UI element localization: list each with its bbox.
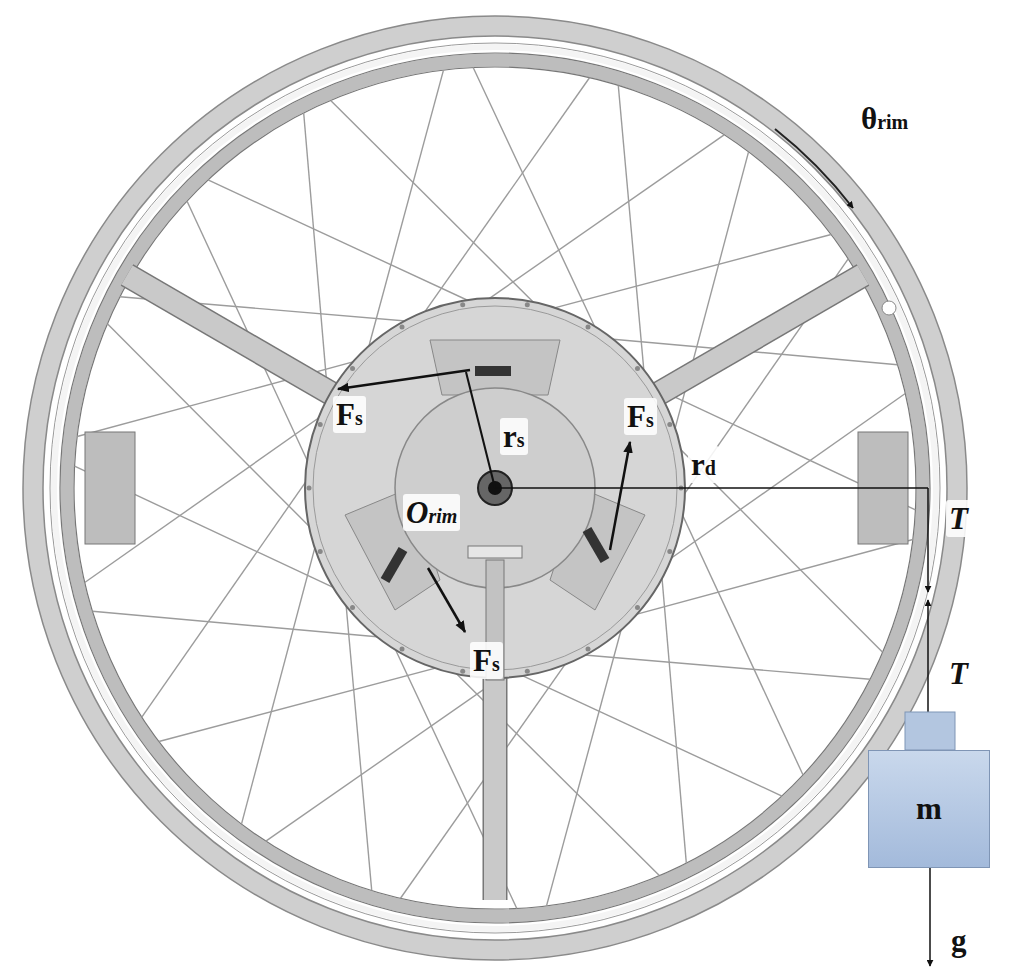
arm: [127, 275, 339, 398]
arm: [127, 275, 339, 398]
origin-label: Orim: [403, 494, 460, 531]
bolt: [460, 669, 465, 674]
spring: [583, 527, 610, 563]
tension-arrow: [927, 600, 929, 712]
spoke: [142, 458, 323, 718]
bolt: [350, 605, 355, 610]
bolt: [400, 647, 405, 652]
bolt: [460, 302, 465, 307]
bolt: [400, 324, 405, 329]
bolt: [525, 302, 530, 307]
spoke: [435, 652, 659, 875]
radius-line: [466, 372, 495, 488]
gravity-arrow: [929, 868, 931, 966]
spring-recess: [430, 340, 560, 395]
spoke: [495, 663, 782, 796]
spoke: [107, 324, 330, 548]
arm: [484, 668, 506, 900]
spring: [475, 366, 511, 376]
hand-rim: [54, 47, 936, 929]
bolt: [318, 549, 323, 554]
spoke: [465, 135, 725, 316]
bolt: [586, 647, 591, 652]
hub-arms: [127, 275, 863, 900]
bolt: [307, 486, 312, 491]
mass-box: m: [868, 750, 990, 868]
rotation-arrow: [775, 129, 853, 208]
force-label: Fs: [624, 398, 657, 435]
angle-label: θrim: [858, 100, 911, 137]
spoke: [659, 548, 686, 863]
mass-label: m: [916, 791, 942, 827]
bolt: [667, 422, 672, 427]
tire-edge: [23, 16, 967, 960]
spoke: [331, 100, 555, 323]
bolt: [586, 324, 591, 329]
force-label: Fs: [470, 642, 503, 679]
force-arrow: [338, 370, 470, 389]
bolt: [318, 422, 323, 427]
arm: [483, 668, 508, 900]
spoke: [208, 180, 495, 313]
slot-bar: [468, 546, 522, 558]
bolt: [635, 366, 640, 371]
tire-edge: [43, 36, 947, 940]
rim-marker: [882, 301, 896, 315]
tension-label: T: [946, 655, 971, 692]
radius-label: rs: [500, 418, 528, 455]
spoke: [555, 652, 870, 679]
spoke: [670, 488, 803, 775]
bolt: [525, 669, 530, 674]
spoke: [241, 518, 322, 824]
spoke: [659, 428, 882, 652]
rim-block: [85, 432, 135, 544]
hand-rim: [50, 43, 940, 933]
gravity-label: g: [948, 922, 970, 959]
bolt: [635, 605, 640, 610]
bolt: [350, 366, 355, 371]
radius-line: [495, 487, 928, 489]
weight-top: [905, 712, 955, 750]
spring: [381, 547, 408, 583]
arm: [651, 275, 863, 398]
tension-label: T: [946, 500, 971, 537]
radius-label: rd: [688, 446, 719, 483]
tire: [33, 26, 957, 950]
rim-edge: [60, 53, 930, 923]
bolt: [667, 549, 672, 554]
spoke: [667, 152, 748, 458]
force-arrow: [428, 568, 465, 632]
vectors: [338, 129, 930, 966]
force-arrow: [610, 442, 630, 550]
tension-arrow: [927, 488, 929, 592]
arm: [651, 275, 863, 398]
spoke: [77, 354, 382, 437]
force-label: Fs: [333, 396, 366, 433]
